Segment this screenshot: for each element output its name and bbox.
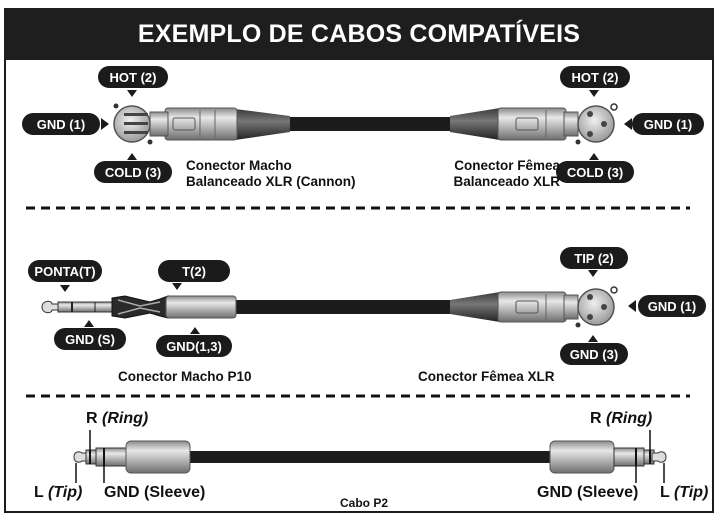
badge-cold-right: COLD (3) (556, 161, 634, 183)
badge-text: T(2) (182, 263, 206, 279)
badge-text: TIP (2) (574, 250, 614, 266)
caption-line: Conector Macho (186, 158, 292, 173)
label-ring-right: R (Ring) (590, 410, 652, 428)
badge-hot-right: HOT (2) (560, 66, 630, 88)
arrow-down-icon (589, 90, 599, 97)
label-text: (Tip) (673, 484, 709, 501)
arrow-right-icon (101, 118, 109, 130)
label-text: (Tip) (47, 484, 83, 501)
page-title: EXEMPLO DE CABOS COMPATÍVEIS (137, 19, 581, 48)
caption-xlr-male: Conector Macho Balanceado XLR (Cannon) (186, 158, 356, 190)
caption-xlr-female: Conector Fêmea Balanceado XLR (432, 158, 560, 190)
p2-left-plug (73, 440, 191, 474)
badge-text: HOT (2) (109, 69, 157, 85)
label-text: L (34, 484, 44, 501)
badge-text: GND (1) (647, 298, 697, 314)
label-text: R (86, 410, 98, 427)
badge-cold-left: COLD (3) (94, 161, 172, 183)
label-sleeve-left: GND (Sleeve) (104, 484, 206, 501)
badge-t2: T(2) (158, 260, 230, 282)
badge-gnd1: GND (1) (638, 295, 706, 317)
badge-gnd3: GND (3) (560, 343, 628, 365)
badge-text: COLD (3) (566, 164, 624, 180)
title-bar: EXEMPLO DE CABOS COMPATÍVEIS (4, 8, 714, 60)
caption-p10: Conector Macho P10 (118, 369, 252, 384)
label-text: (Ring) (606, 410, 653, 427)
label-tip-right: L (Tip) (660, 484, 708, 502)
badge-text: GND (S) (65, 331, 115, 347)
badge-text: GND (1) (643, 116, 693, 132)
badge-text: PONTA(T) (34, 263, 96, 279)
label-text: L (660, 484, 670, 501)
caption-line: Balanceado XLR (453, 174, 560, 189)
arrow-down-icon (172, 283, 182, 290)
label-sleeve-right: GND (Sleeve) (537, 484, 639, 501)
badge-gnd-left: GND (1) (22, 113, 100, 135)
badge-gnd-right: GND (1) (632, 113, 704, 135)
label-text: R (590, 410, 602, 427)
arrow-down-icon (588, 270, 598, 277)
arrow-up-icon (190, 327, 200, 334)
caption-xlr-female-2: Conector Fêmea XLR (418, 369, 555, 384)
arrow-down-icon (127, 90, 137, 97)
badge-gnd13: GND(1,3) (156, 335, 232, 357)
arrow-left-icon (628, 300, 636, 312)
badge-text: GND (3) (569, 346, 619, 362)
arrow-up-icon (84, 320, 94, 327)
badge-text: GND(1,3) (166, 338, 222, 354)
caption-line: Balanceado XLR (Cannon) (186, 174, 356, 189)
arrow-down-icon (60, 285, 70, 292)
p2-right-plug (549, 440, 667, 474)
p10-male-connector (41, 295, 237, 319)
arrow-left-icon (624, 118, 632, 130)
badge-gnd-s: GND (S) (54, 328, 126, 350)
xlr-female-connector (450, 286, 618, 328)
badge-hot-left: HOT (2) (98, 66, 168, 88)
arrow-up-icon (589, 153, 599, 160)
p10-xlr-cable (41, 270, 636, 342)
xlr-female-connector (450, 103, 618, 145)
label-tip-left: L (Tip) (34, 484, 82, 502)
label-ring-left: R (Ring) (86, 410, 148, 428)
caption-line: Conector Fêmea (454, 158, 560, 173)
arrow-up-icon (588, 335, 598, 342)
badge-ponta: PONTA(T) (28, 260, 102, 282)
badge-text: COLD (3) (104, 164, 162, 180)
label-text: (Ring) (102, 410, 149, 427)
caption-p2: Cabo P2 (340, 496, 389, 510)
xlr-male-connector (113, 103, 290, 145)
badge-text: HOT (2) (571, 69, 619, 85)
badge-text: GND (1) (36, 116, 86, 132)
p2-cable (73, 430, 667, 483)
xlr-cable-1 (101, 90, 632, 160)
arrow-up-icon (127, 153, 137, 160)
badge-tip2: TIP (2) (560, 247, 628, 269)
